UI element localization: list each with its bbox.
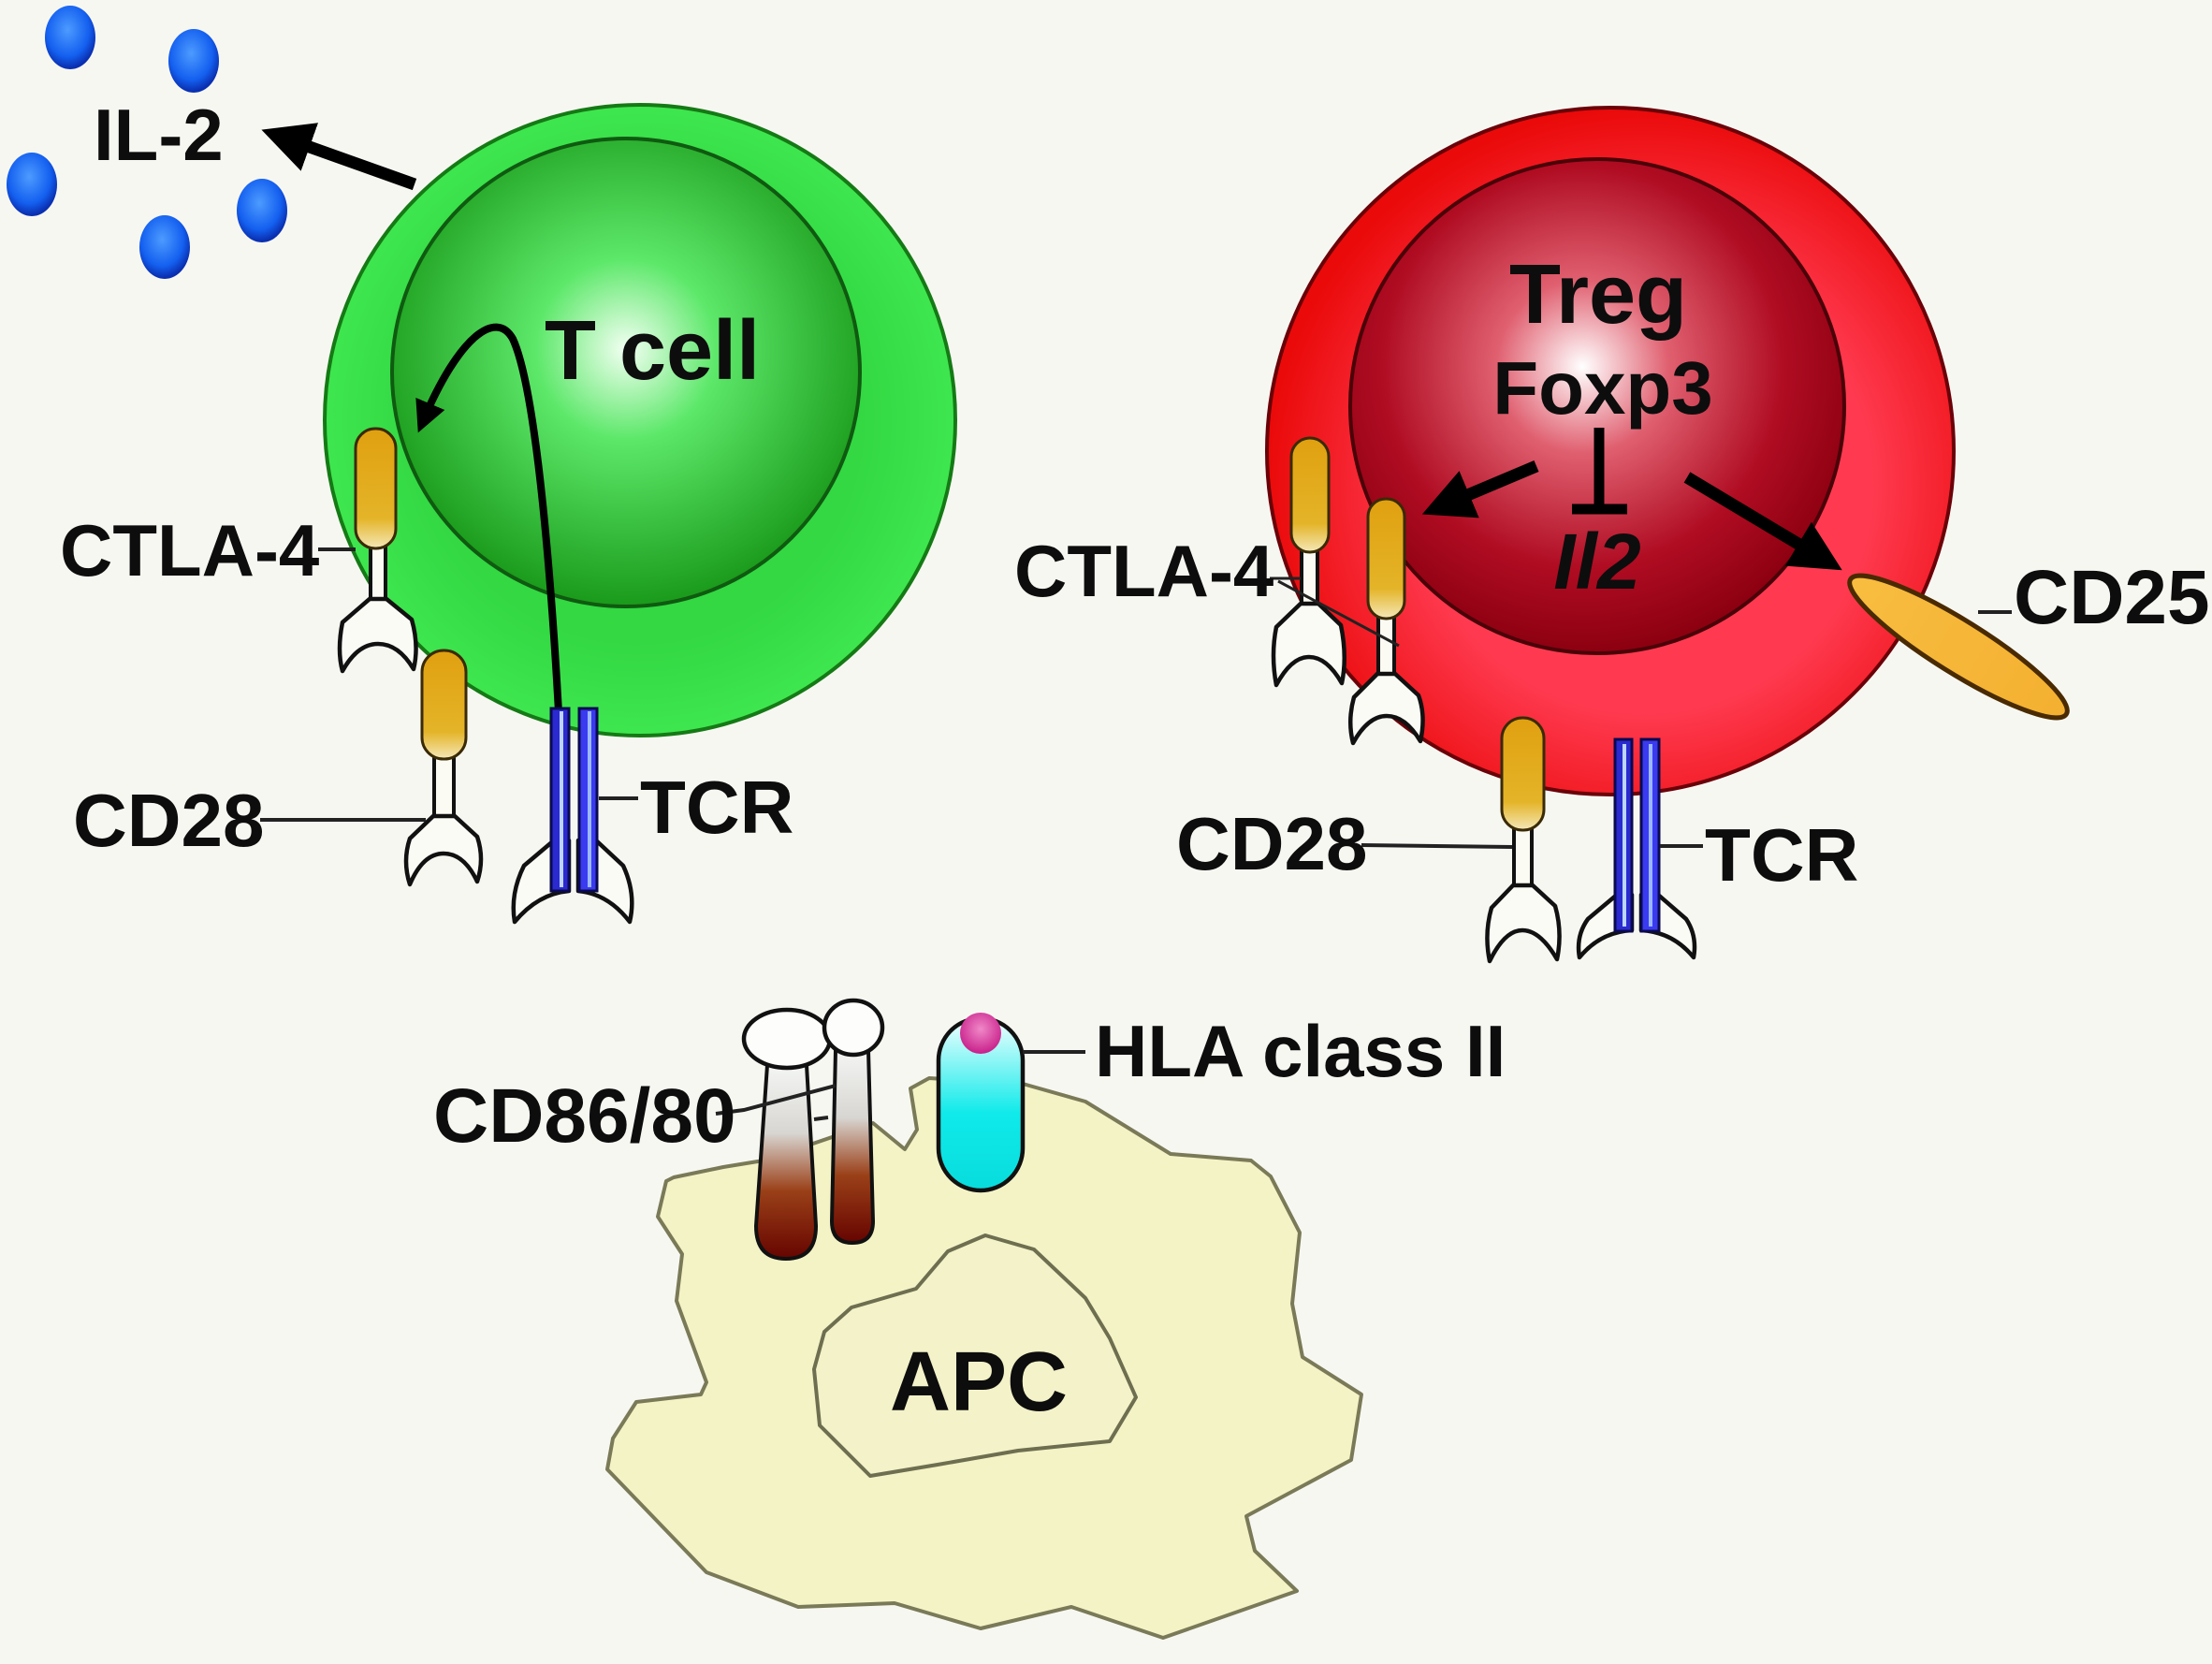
ctla4-capsule bbox=[1289, 436, 1331, 554]
foxp3-inhibits-il2-icon bbox=[1572, 428, 1627, 515]
cd86-stem-right bbox=[829, 1048, 876, 1246]
cd86-80-leader-line bbox=[715, 1084, 837, 1116]
t-cell-tcr-receptor bbox=[511, 707, 634, 925]
il2-dot bbox=[168, 29, 219, 93]
cd28-stem bbox=[432, 752, 456, 824]
cd86-80-leader-line-2 bbox=[813, 1116, 829, 1121]
treg-label: Treg bbox=[1509, 248, 1687, 342]
ctla4-fork bbox=[1348, 671, 1425, 746]
ctla4-fork bbox=[337, 596, 418, 674]
cd86-head-left bbox=[741, 1007, 833, 1071]
hla-class-ii-label: HLA class II bbox=[1095, 1010, 1506, 1092]
ctla4-stem bbox=[1376, 611, 1396, 680]
treg-cd28-receptor bbox=[1485, 716, 1562, 964]
t-cell: T cell CTLA-4 CD28 TCR bbox=[60, 103, 957, 925]
ctla4-capsule bbox=[1366, 497, 1406, 620]
il2-secretion-arrow bbox=[261, 123, 417, 191]
treg-cell: Treg Foxp3 Il2 CTLA-4 CD bbox=[1014, 106, 2210, 964]
treg-cd28-label: CD28 bbox=[1176, 802, 1368, 885]
t-cell-cd28-receptor bbox=[403, 649, 484, 887]
foxp3-to-ctla4-arrow bbox=[1421, 460, 1539, 518]
cd25-receptor bbox=[1847, 573, 2070, 721]
apc-nucleus bbox=[812, 1233, 1138, 1478]
t-cell-label: T cell bbox=[545, 304, 760, 398]
ctla4-stem bbox=[369, 541, 387, 606]
cd28-fork bbox=[403, 813, 484, 887]
cd28-capsule bbox=[420, 649, 468, 761]
cd86-head-right bbox=[822, 998, 885, 1058]
foxp3-label: Foxp3 bbox=[1492, 346, 1713, 430]
hla-class-ii-molecule bbox=[936, 1013, 1026, 1193]
treg-ctla4-receptor-2 bbox=[1348, 497, 1425, 746]
cd28-fork bbox=[1485, 883, 1562, 964]
t-cell-cd28-label: CD28 bbox=[73, 779, 265, 862]
t-cell-tcr-label: TCR bbox=[640, 766, 793, 849]
treg-nucleus bbox=[1348, 157, 1846, 655]
cd28-capsule bbox=[1500, 716, 1546, 832]
treg-ctla4-label: CTLA-4 bbox=[1014, 530, 1273, 612]
peptide-icon bbox=[960, 1013, 1001, 1054]
t-cell-ctla4-label: CTLA-4 bbox=[60, 509, 319, 591]
apc-label: APC bbox=[890, 1336, 1068, 1429]
t-cell-nucleus bbox=[390, 137, 862, 608]
il2-dot bbox=[139, 215, 190, 279]
treg-ctla4-leader-line bbox=[1270, 577, 1400, 648]
il2-dot bbox=[7, 153, 57, 216]
cd86-stem-left bbox=[753, 1063, 819, 1262]
cd86-80-label: CD86/80 bbox=[433, 1073, 736, 1159]
tcr-signal-arrow bbox=[415, 323, 565, 768]
ctla4-capsule bbox=[354, 427, 398, 550]
ctla4-fork bbox=[1271, 601, 1346, 688]
il2-label: IL-2 bbox=[94, 94, 224, 176]
cd28-stem bbox=[1512, 822, 1534, 893]
foxp3-to-cd25-arrow bbox=[1683, 472, 1842, 571]
treg-ctla4-receptor-1 bbox=[1271, 436, 1346, 688]
il2-dot bbox=[237, 179, 287, 242]
il2-gene-label: Il2 bbox=[1553, 518, 1640, 606]
cd86-80-molecule bbox=[741, 998, 885, 1262]
treg-tcr-receptor bbox=[1576, 737, 1697, 960]
treg-tcr-label: TCR bbox=[1705, 813, 1858, 897]
il2-dot bbox=[45, 6, 95, 69]
treg-cd28-leader-line bbox=[1361, 843, 1513, 849]
il2-cluster: IL-2 bbox=[7, 6, 417, 279]
t-cell-ctla4-receptor bbox=[337, 427, 418, 674]
apc-cell: APC CD86/80 HLA class II bbox=[433, 998, 1506, 1640]
cd25-label: CD25 bbox=[2014, 555, 2210, 640]
